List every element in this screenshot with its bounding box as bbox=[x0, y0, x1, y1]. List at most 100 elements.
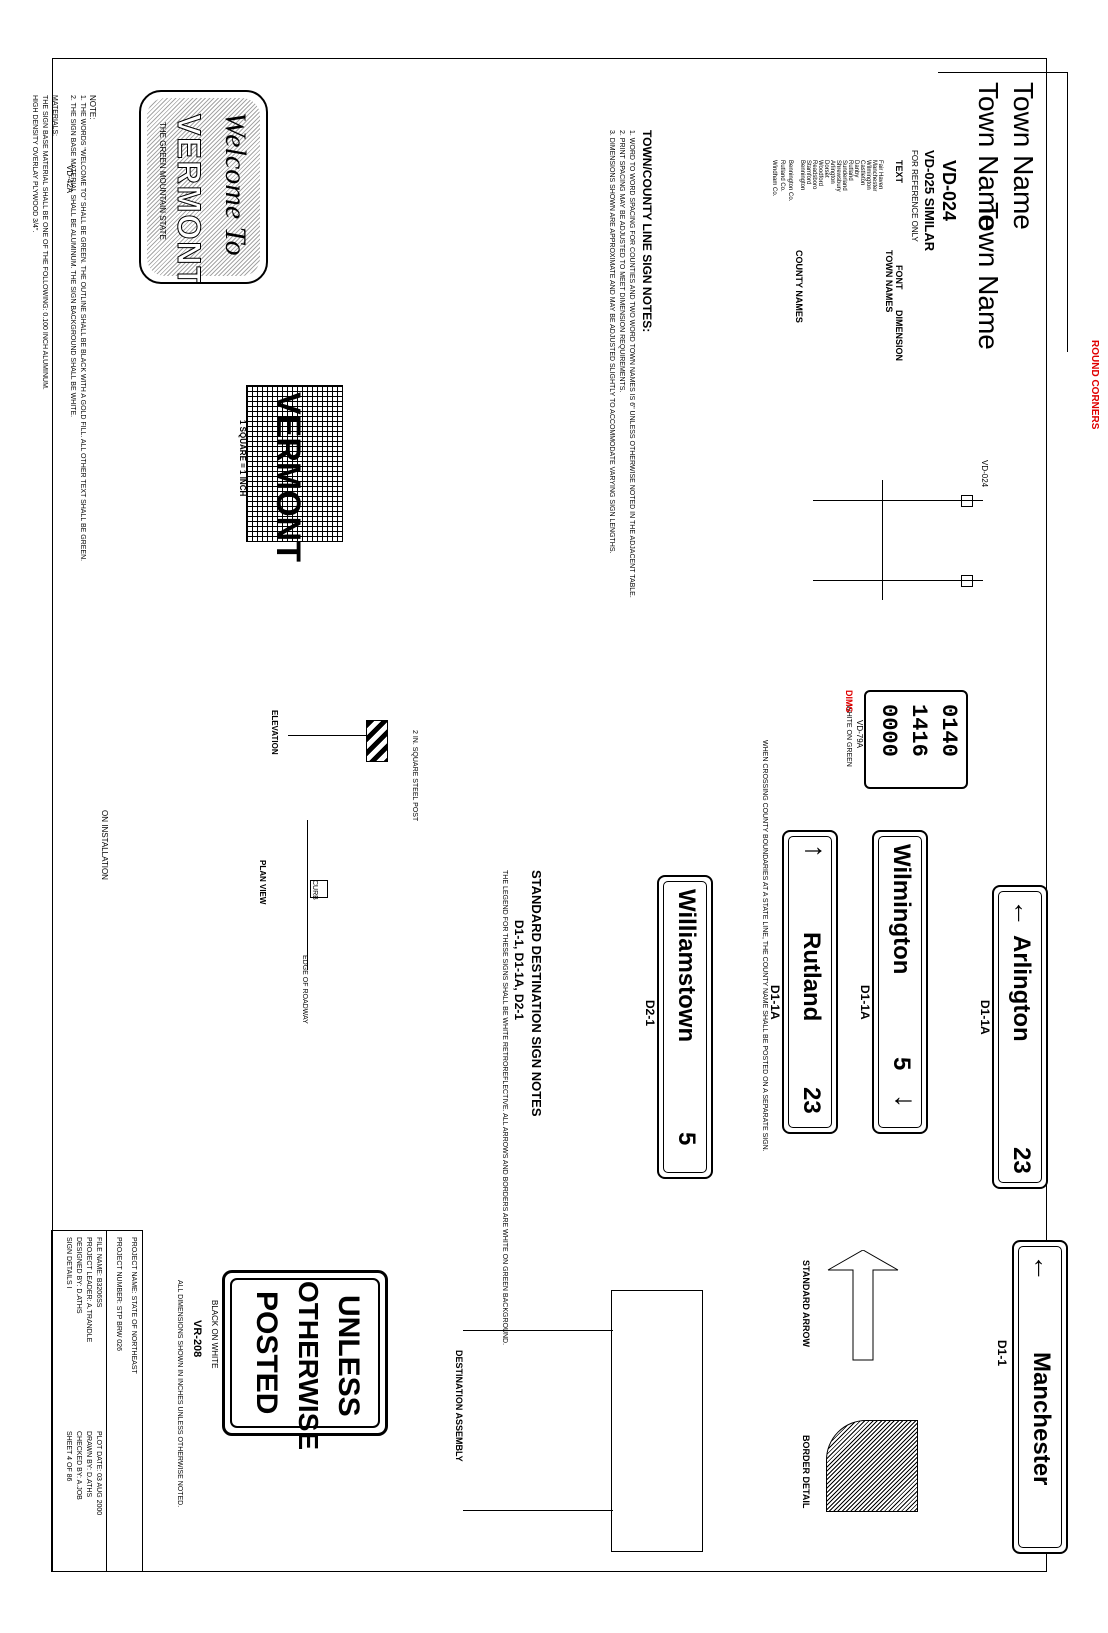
unless-sign: UNLESS OTHERWISE POSTED bbox=[222, 1270, 388, 1450]
town-list-item: Bennington bbox=[799, 160, 805, 191]
install-title: ON INSTALLATION bbox=[100, 810, 109, 880]
town-list-item: Castleton bbox=[859, 160, 865, 186]
town-name-1: Town Name bbox=[1008, 82, 1039, 230]
material-1: THE SIGN BASE MATERIAL SHALL BE ONE OF T… bbox=[41, 95, 48, 390]
destination-sign-rutland: ↑ Rutland 23 bbox=[782, 830, 838, 1134]
welcome-script: Welcome To bbox=[219, 112, 252, 256]
mile-marker-code: VD-79A bbox=[855, 720, 864, 749]
welcome-tagline: THE GREEN MOUNTAIN STATE bbox=[158, 122, 167, 240]
town-sign-ref: FOR REFERENCE ONLY bbox=[910, 150, 919, 242]
post-spec: 2 IN. SQUARE STEEL POST bbox=[411, 730, 418, 822]
town-list-item: Rutland bbox=[847, 160, 853, 181]
wilmington-num: 5 bbox=[888, 1057, 915, 1071]
town-font-table: TEXT FONT DIMENSION TOWN NAMES Fair Have… bbox=[771, 160, 904, 362]
manchester-place: Manchester bbox=[1028, 1352, 1055, 1486]
welcome-notes-title: NOTE: bbox=[88, 95, 97, 120]
standard-arrow-icon bbox=[827, 1249, 899, 1361]
curb-label: CURB bbox=[311, 880, 318, 900]
town-note-2: 2. PRINT SPACING MAY BE ADJUSTED TO MEET… bbox=[618, 130, 625, 393]
project-number: PROJECT NUMBER: STP BRW 026 bbox=[115, 1237, 122, 1351]
standard-arrow bbox=[818, 1249, 908, 1370]
sheet-number: SHEET 4 OF 86 bbox=[65, 1431, 72, 1482]
town-list-item: Danby bbox=[853, 160, 859, 178]
destination-notes-title: STANDARD DESTINATION SIGN NOTES bbox=[529, 870, 544, 1117]
arlington-label: D1-1A bbox=[978, 1000, 992, 1035]
unless-colors: BLACK ON WHITE bbox=[210, 1300, 219, 1369]
post-code: VD-024 bbox=[980, 460, 989, 488]
materials-title: MATERIALS: bbox=[51, 95, 58, 137]
rutland-label: D1-1A bbox=[768, 985, 782, 1020]
welcome-grid: VERMONT bbox=[246, 385, 343, 562]
town-sign-similar: VD-025 SIMILAR bbox=[922, 150, 937, 252]
plot-date: PLOT DATE: 03 AUG 2000 bbox=[95, 1431, 102, 1516]
arlington-place: Arlington bbox=[1008, 935, 1035, 1042]
border-detail-label: BORDER DETAIL bbox=[801, 1435, 811, 1509]
title-block: PROJECT NAME: STATE OF NORTHEAST PROJECT… bbox=[51, 1230, 143, 1572]
scale-label: 1 SQUARE = 1 INCH bbox=[238, 420, 247, 497]
welcome-note-1: 1. THE WORDS "WELCOME TO" SHALL BE GREEN… bbox=[79, 95, 86, 562]
destination-assembly-label: DESTINATION ASSEMBLY bbox=[454, 1350, 464, 1462]
unless-code: VR-208 bbox=[191, 1320, 203, 1358]
county-list-item: Rutland Co. bbox=[779, 160, 785, 192]
checked-by: CHECKED BY: A.JOB bbox=[75, 1431, 82, 1500]
wilmington-label: D1-1A bbox=[858, 985, 872, 1020]
dimensions-note: ALL DIMENSIONS SHOWN IN INCHES UNLESS OT… bbox=[176, 1280, 183, 1508]
town-list-item: Woodford bbox=[817, 160, 823, 186]
unless-line-2: OTHERWISE bbox=[293, 1281, 324, 1451]
town-list-item: Arlington bbox=[829, 160, 835, 184]
town-list-item: Shrewsbury bbox=[835, 160, 841, 192]
welcome-note-2: 2. THE SIGN BASE MATERIAL SHALL BE ALUMI… bbox=[69, 95, 76, 418]
standard-arrow-label: STANDARD ARROW bbox=[801, 1260, 811, 1347]
town-list-item: Sunderland bbox=[841, 160, 847, 191]
town-list-item: Fair Haven bbox=[877, 160, 883, 190]
town-list-item: Stamford bbox=[805, 160, 811, 185]
plan-view-label: PLAN VIEW bbox=[258, 860, 267, 905]
town-list-item: Manchester bbox=[871, 160, 877, 192]
manchester-label: D1-1 bbox=[995, 1340, 1009, 1367]
destination-notes-sub: D1-1, D1-1A, D2-1 bbox=[512, 920, 526, 1021]
town-notes-title: TOWN/COUNTY LINE SIGN NOTES: bbox=[640, 130, 654, 333]
destination-sign-manchester: ← Manchester bbox=[1012, 1240, 1068, 1554]
county-list-item: Bennington Co. bbox=[787, 160, 793, 202]
town-name-3: Town Name bbox=[973, 202, 1004, 350]
destination-sign-arlington: ← Arlington 23 bbox=[992, 885, 1048, 1189]
project-name: PROJECT NAME: STATE OF NORTHEAST bbox=[130, 1237, 137, 1374]
welcome-sign: Welcome To VERMONT THE GREEN MOUNTAIN ST… bbox=[139, 90, 268, 284]
destination-sign-williamstown: Williamstown 5 bbox=[657, 875, 713, 1179]
drawn-by: DRAWN BY: D.ATHS bbox=[85, 1431, 92, 1498]
sheet-details: SIGN DETAILS I bbox=[65, 1237, 72, 1289]
round-corners-label: ROUND CORNERS bbox=[1089, 340, 1100, 430]
mile-marker-sign: 0140 1416 0000 bbox=[864, 690, 968, 789]
file-name: FILE NAME: B3206SS bbox=[95, 1237, 102, 1308]
edge-label: EDGE OF ROADWAY bbox=[301, 955, 308, 1024]
town-list-item: Wilmington bbox=[865, 160, 871, 190]
material-2: HIGH DENSITY OVERLAY PLYWOOD 3/4". bbox=[31, 95, 38, 233]
wilmington-place: Wilmington bbox=[888, 844, 915, 975]
project-leader: PROJECT LEADER: A.TRANDLE bbox=[85, 1237, 92, 1343]
williamstown-label: D2-1 bbox=[643, 1000, 657, 1027]
town-list-item: Dorset bbox=[823, 160, 829, 178]
town-note-3: 3. DIMENSIONS SHOWN ARE APPROXIMATE AND … bbox=[608, 130, 615, 554]
county-list-item: Windham Co. bbox=[771, 160, 777, 197]
mile-marker-dims: DIMS bbox=[844, 690, 854, 713]
destination-assembly bbox=[463, 1270, 723, 1560]
plan-view bbox=[268, 820, 348, 970]
mile-value-1: 0140 bbox=[936, 704, 961, 757]
mile-value-2: 1416 bbox=[906, 704, 931, 757]
elevation-label: ELEVATION bbox=[270, 710, 279, 755]
town-sign-code: VD-024 bbox=[939, 160, 959, 222]
rutland-num: 23 bbox=[798, 1087, 825, 1114]
sheet-border bbox=[52, 58, 1047, 1572]
mile-value-3: 0000 bbox=[876, 704, 901, 757]
welcome-state: VERMONT bbox=[171, 114, 208, 285]
destination-sign-wilmington: Wilmington 5 ↓ bbox=[872, 830, 928, 1134]
town-list-item: Readsboro bbox=[811, 160, 817, 190]
post-assembly bbox=[803, 460, 983, 620]
mile-marker-colors: WHITE ON GREEN bbox=[845, 705, 852, 767]
williamstown-place: Williamstown bbox=[673, 889, 700, 1043]
post-note: WHEN CROSSING COUNTY BOUNDARIES AT A STA… bbox=[761, 740, 768, 1152]
williamstown-num: 5 bbox=[673, 1132, 700, 1146]
arlington-num: 23 bbox=[1008, 1147, 1035, 1174]
